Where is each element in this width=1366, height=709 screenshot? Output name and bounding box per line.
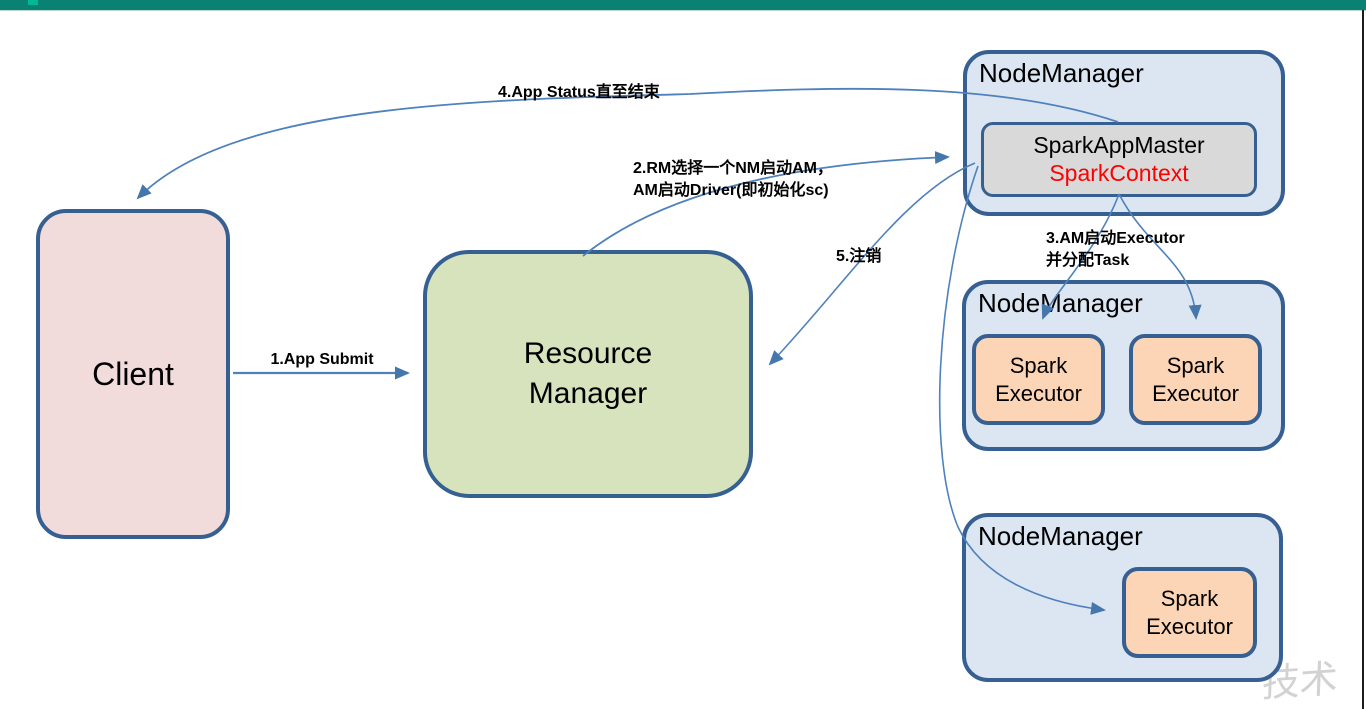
resource-manager-label: Resource Manager [523, 336, 653, 411]
spark-executor-2: Spark Executor [1129, 334, 1262, 425]
spark-executor-1: Spark Executor [972, 334, 1105, 425]
edge-label-app-submit: 1.App Submit [270, 351, 374, 368]
edge-label-rm-starts-am-line1: 2.RM选择一个NM启动AM， [633, 160, 833, 177]
spark-executor-3-label: Spark Executor [1146, 586, 1233, 639]
right-border-line [1362, 10, 1364, 709]
node-manager-2-label: NodeManager [978, 288, 1143, 318]
node-manager-3-label: NodeManager [978, 521, 1143, 551]
node-manager-1-label: NodeManager [979, 58, 1144, 88]
client-label: Client [92, 355, 174, 392]
spark-executor-3: Spark Executor [1122, 567, 1257, 658]
edge-label-am-starts-executor: 3.AM启动Executor 并分配Task [1046, 228, 1185, 273]
edge-label-rm-starts-am-line2: AM启动Driver(即初始化sc) [633, 182, 829, 200]
edge-label-am-starts-executor-line2: 并分配Task [1046, 252, 1130, 270]
spark-context-label: SparkContext [1049, 159, 1189, 186]
top-accent-segment [28, 0, 38, 5]
edge-label-rm-starts-am: 2.RM选择一个NM启动AM， AM启动Driver(即初始化sc) [633, 158, 833, 203]
edge-label-unregister: 5.注销 [836, 248, 882, 265]
spark-executor-1-label: Spark Executor [995, 353, 1082, 406]
resource-manager-node: Resource Manager [423, 250, 753, 498]
edge-label-am-starts-executor-line1: 3.AM启动Executor [1046, 230, 1185, 247]
spark-app-master-node: SparkAppMaster SparkContext [981, 122, 1257, 197]
edge-label-app-status: 4.App Status直至结束 [498, 84, 660, 101]
top-accent-bar [0, 0, 1366, 11]
client-node: Client [36, 209, 230, 539]
spark-executor-2-label: Spark Executor [1152, 353, 1239, 406]
spark-app-master-label: SparkAppMaster [1033, 131, 1205, 158]
